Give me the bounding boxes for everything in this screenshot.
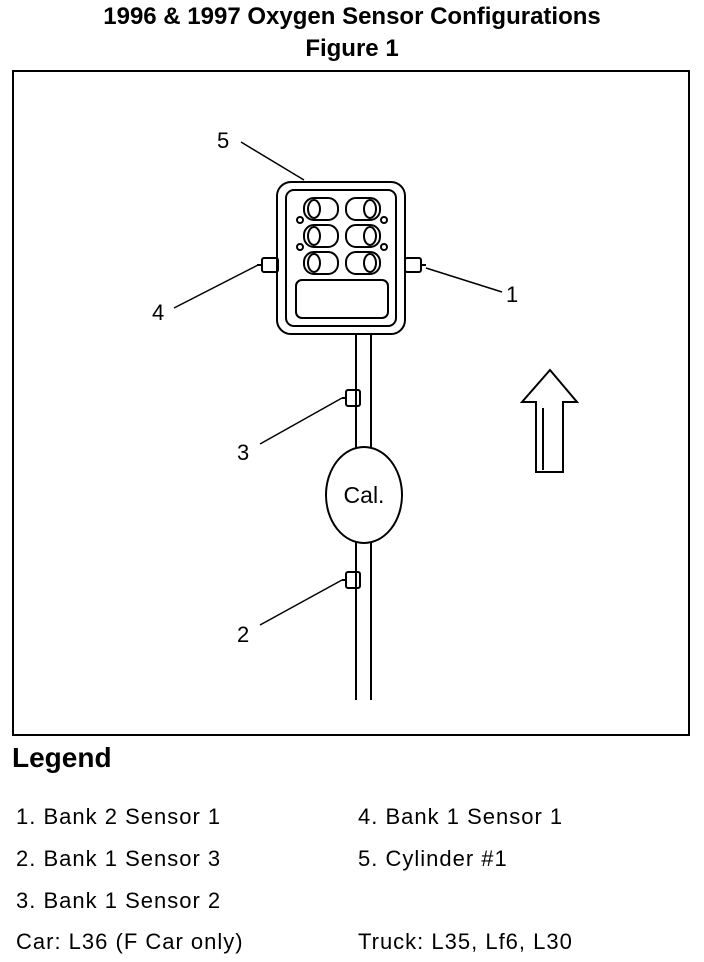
legend-truck-engines: Truck: L35, Lf6, L30 (358, 929, 573, 954)
diagram-frame: 5 4 1 3 2 Cal. (12, 70, 690, 736)
legend-car-engines: Car: L36 (F Car only) (16, 929, 244, 954)
diagram-title: 1996 & 1997 Oxygen Sensor Configurations (103, 3, 601, 30)
figure-label: Figure 1 (305, 35, 399, 62)
engine-block-icon (276, 181, 406, 335)
catalytic-converter-icon (325, 446, 403, 544)
legend-item-3: 3. Bank 1 Sensor 2 (16, 888, 222, 913)
legend-item-4: 4. Bank 1 Sensor 1 (358, 804, 564, 829)
callout-4-label: 4 (152, 300, 164, 325)
direction-arrow-icon (519, 368, 580, 473)
oxygen-sensor-diagram: 5 4 1 3 2 Cal. (152, 128, 580, 700)
callout-leaders (173, 141, 503, 626)
callout-3-label: 3 (237, 440, 249, 465)
callout-5-label: 5 (217, 128, 229, 153)
legend-title: Legend (12, 742, 112, 773)
converter-label: Cal. (344, 482, 385, 508)
legend-item-5: 5. Cylinder #1 (358, 846, 508, 871)
callout-1-label: 1 (506, 282, 518, 307)
legend-item-1: 1. Bank 2 Sensor 1 (16, 804, 222, 829)
callout-2-label: 2 (237, 622, 249, 647)
exhaust-pipe (355, 334, 372, 700)
legend-item-2: 2. Bank 1 Sensor 3 (16, 846, 222, 871)
oxygen-sensor-icon (257, 257, 426, 589)
